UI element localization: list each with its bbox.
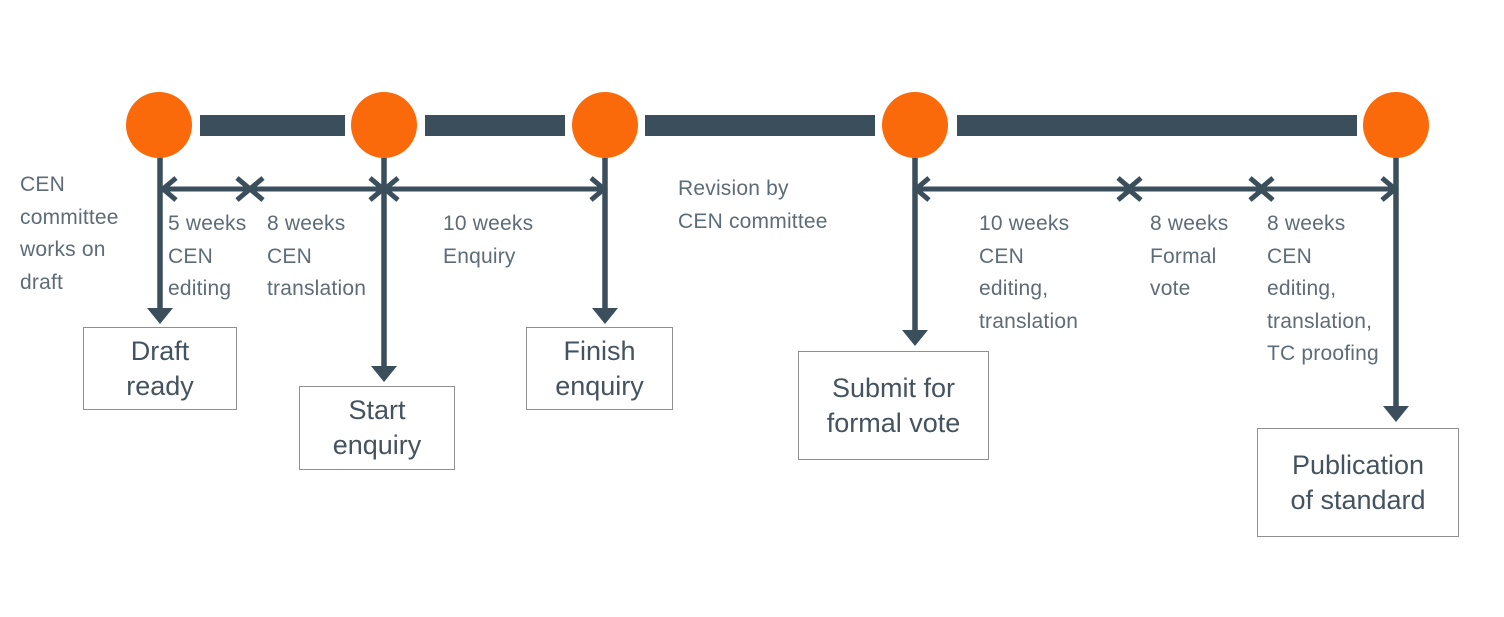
milestone-box-submit-formal-vote: Submit for formal vote (798, 351, 989, 460)
duration-label-cen-editing-5w: 5 weeks CEN editing (168, 212, 247, 300)
milestone-box-finish-enquiry: Finish enquiry (526, 327, 673, 410)
arrowhead-left-icon (381, 176, 400, 202)
milestone-node (126, 92, 192, 158)
arrowhead-left-icon (1256, 176, 1275, 202)
down-arrow-head (1383, 406, 1409, 422)
arrowhead-left-icon (912, 176, 931, 202)
duration-label-enquiry-10w: 10 weeks Enquiry (443, 212, 534, 268)
left-note: CEN committee works on draft (20, 173, 119, 294)
arrowhead-left-icon (246, 176, 265, 202)
milestone-box-draft-ready: Draft ready (83, 327, 237, 410)
arrowhead-right-icon (589, 176, 608, 202)
duration-label-cen-editing-translation-10w: 10 weeks CEN editing, translation (979, 212, 1079, 333)
down-arrow-head (592, 308, 618, 324)
milestone-node (882, 92, 948, 158)
milestone-node (1363, 92, 1429, 158)
revision-note: Revision by CEN committee (678, 177, 828, 233)
down-arrow-head (147, 308, 173, 324)
milestone-box-start-enquiry: Start enquiry (299, 386, 455, 470)
arrowhead-left-icon (159, 176, 178, 202)
duration-label-cen-translation-8w: 8 weeks CEN translation (267, 212, 367, 300)
milestone-nodes (126, 92, 1429, 158)
timeline-segment (957, 115, 1357, 136)
milestone-node (572, 92, 638, 158)
arrowhead-left-icon (1124, 176, 1143, 202)
duration-label-cen-editing-translation-proofing-8w: 8 weeks CEN editing, translation, TC pro… (1267, 212, 1379, 365)
milestone-box-publication: Publication of standard (1257, 428, 1459, 537)
timeline-segment (425, 115, 565, 136)
arrowhead-right-icon (1380, 176, 1399, 202)
timeline-segment (645, 115, 875, 136)
span-arrows (159, 176, 1399, 202)
down-arrow-head (902, 330, 928, 346)
duration-label-formal-vote-8w: 8 weeks Formal vote (1150, 212, 1229, 300)
timeline-segments (200, 115, 1357, 136)
timeline-segment (200, 115, 345, 136)
milestone-node (351, 92, 417, 158)
down-arrow-head (371, 366, 397, 382)
